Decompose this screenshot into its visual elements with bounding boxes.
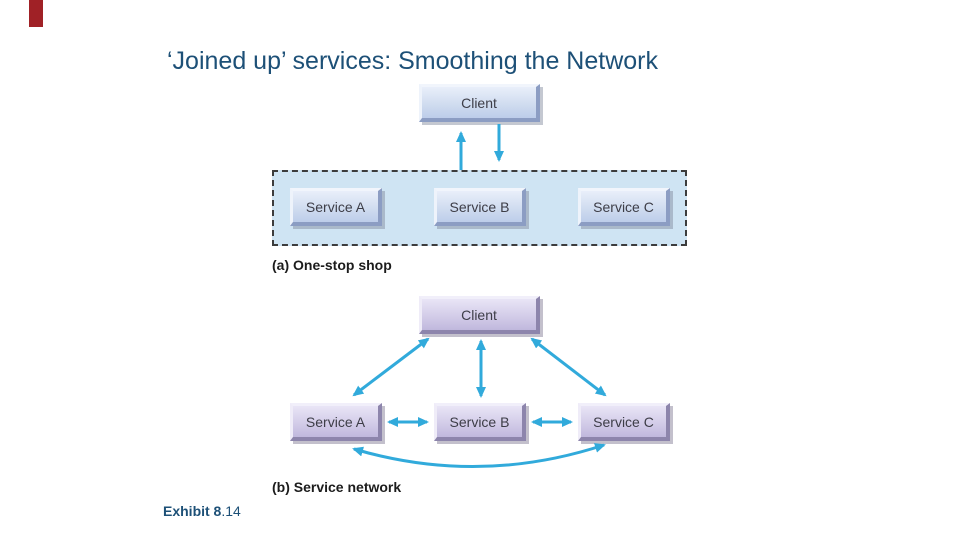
service-b-label: Service B <box>449 198 510 215</box>
slide-accent-bar <box>29 0 43 27</box>
exhibit-number: .14 <box>221 503 241 519</box>
service-b-label: Service B <box>449 413 510 430</box>
service-c-node: Service C <box>578 188 670 226</box>
service-a-label: Service A <box>305 198 366 215</box>
service-c-node: Service C <box>578 403 670 441</box>
client-node: Client <box>419 84 540 122</box>
caption-service-network: (b) Service network <box>272 479 402 495</box>
exhibit-bold-text: Exhibit 8 <box>163 503 222 519</box>
service-a-node: Service A <box>290 188 382 226</box>
service-a-label: Service A <box>305 413 366 430</box>
service-c-label: Service C <box>593 413 654 430</box>
arrow-client-service-a-icon <box>352 337 430 397</box>
arrow-client-service-c-icon <box>530 337 607 397</box>
service-b-node: Service B <box>434 403 526 441</box>
service-b-node: Service B <box>434 188 526 226</box>
service-a-node: Service A <box>290 403 382 441</box>
arrow-service-a-c-arc-icon <box>352 443 606 469</box>
slide-title: ‘Joined up’ services: Smoothing the Netw… <box>167 47 658 75</box>
client-label: Client <box>461 306 497 323</box>
exhibit-label: Exhibit 8.14 <box>163 503 241 519</box>
client-node: Client <box>419 296 540 334</box>
service-c-label: Service C <box>593 198 654 215</box>
caption-one-stop-shop: (a) One-stop shop <box>272 257 392 273</box>
client-label: Client <box>461 94 497 111</box>
